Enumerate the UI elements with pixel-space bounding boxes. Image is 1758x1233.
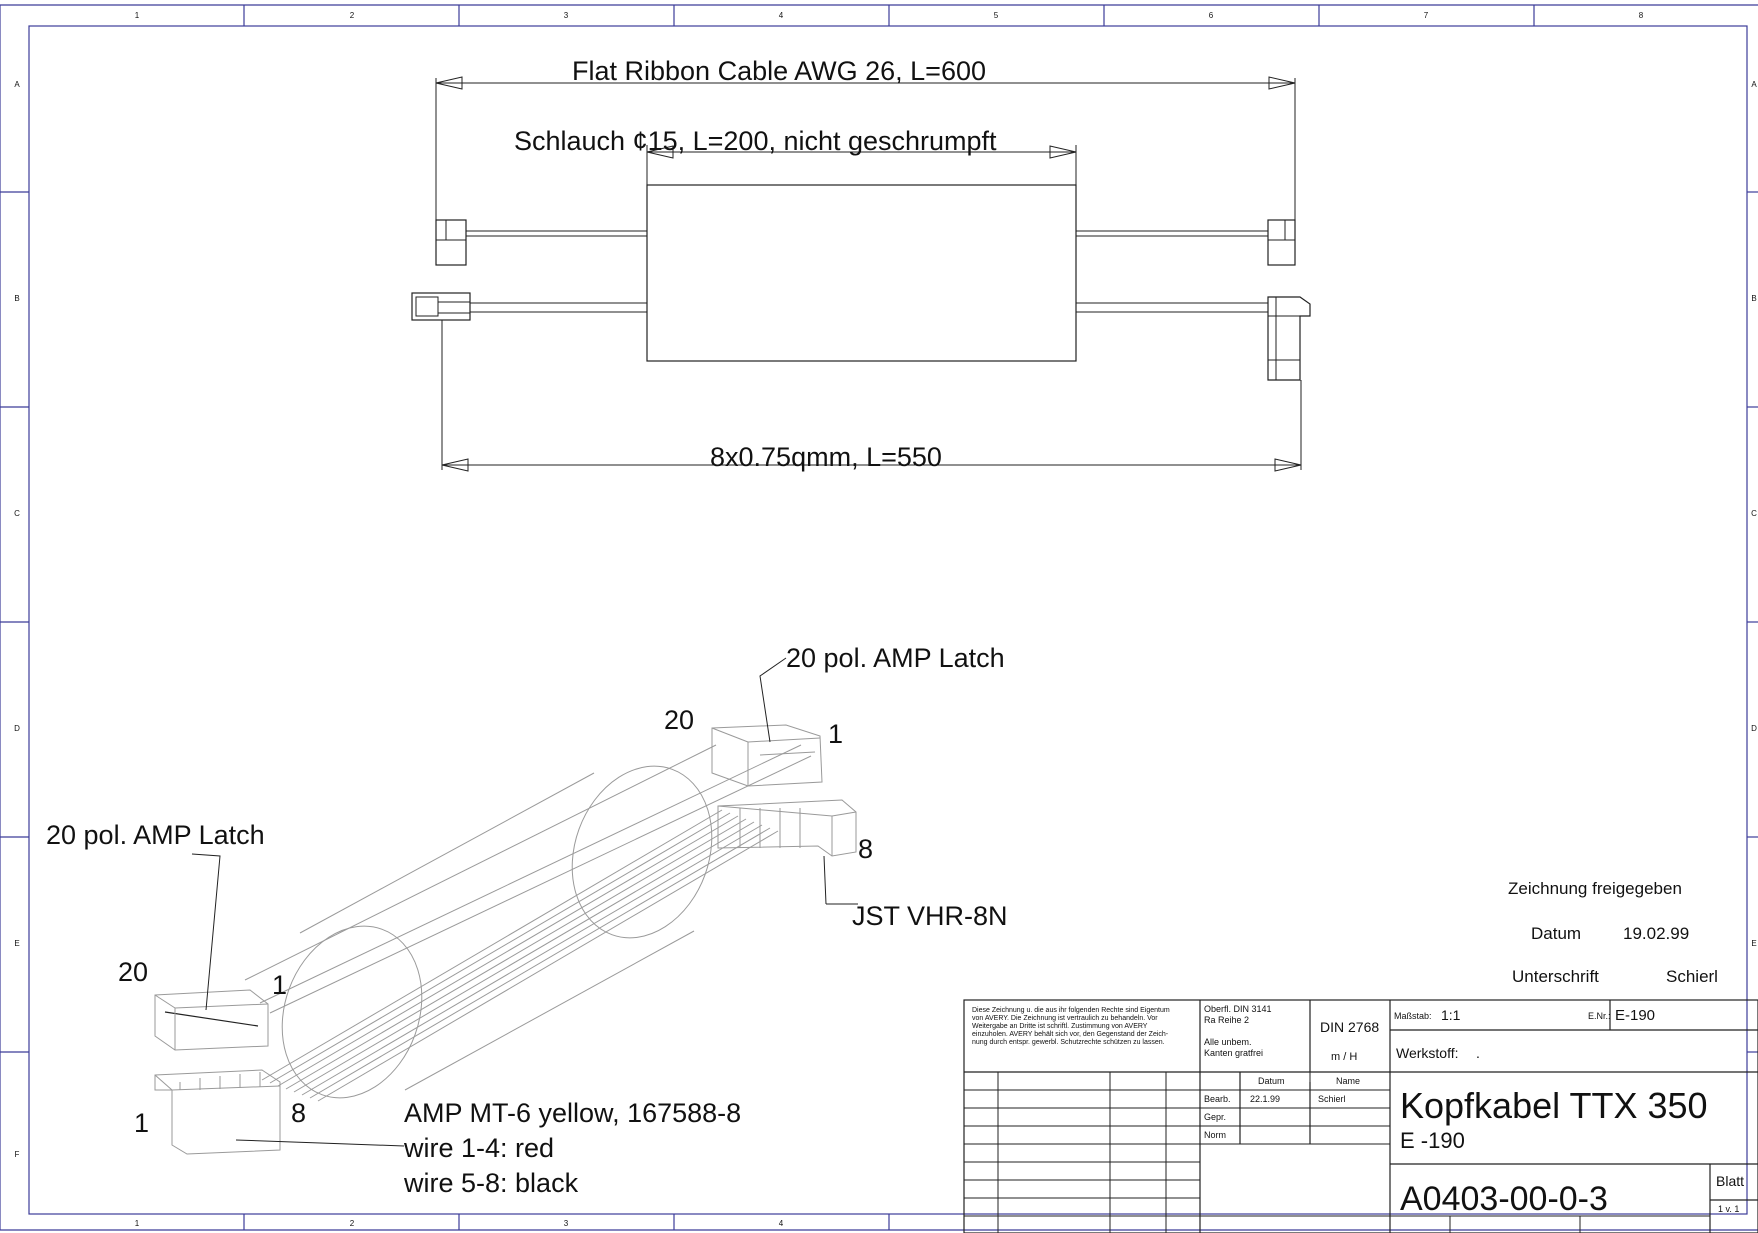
row-markers: A B C D E F A B C D E <box>0 80 1758 1159</box>
row-label: C <box>1751 509 1757 518</box>
wire-dimension-label: 8x0.75qmm, L=550 <box>710 442 942 472</box>
drawing-frame <box>0 4 1758 1231</box>
ribbon-length-dimension: Flat Ribbon Cable AWG 26, L=600 <box>435 56 1296 224</box>
legal-line-4: einzuholen. AVERY behält sich vor, den G… <box>972 1031 1169 1038</box>
approval-date-label: Datum <box>1531 924 1581 943</box>
scale-label: Maßstab: <box>1394 1011 1432 1021</box>
pin-1-left-latch-label: 1 <box>272 970 287 1000</box>
tolerance-class: m / H <box>1331 1051 1357 1063</box>
drawing-number: A0403-00-0-3 <box>1400 1180 1608 1218</box>
ribbon-cable <box>466 230 1268 237</box>
enr-value: E-190 <box>1615 1007 1655 1024</box>
latch-connector-right-top <box>1267 219 1296 266</box>
pin-20-right-label: 20 <box>664 705 694 735</box>
row-label: B <box>14 294 19 303</box>
edges-line-1: Alle unbem. <box>1204 1037 1252 1047</box>
surface-line-1: Oberfl. DIN 3141 <box>1204 1004 1272 1014</box>
approval-stamp: Zeichnung freigegeben Datum 19.02.99 Unt… <box>1508 879 1718 986</box>
title-block: Diese Zeichnung u. die aus ihr folgenden… <box>963 999 1758 1233</box>
wire-bundle-iso <box>261 809 779 1102</box>
column-name-label: Name <box>1336 1076 1360 1086</box>
material-label: Werkstoff: <box>1396 1045 1459 1061</box>
wire-bundle <box>470 302 1268 313</box>
bearb-date: 22.1.99 <box>1250 1094 1280 1104</box>
drawing-subtitle: E -190 <box>1400 1128 1465 1153</box>
surface-line-2: Ra Reihe 2 <box>1204 1015 1249 1025</box>
column-label: 4 <box>779 11 784 20</box>
legal-line-1: Diese Zeichnung u. die aus ihr folgenden… <box>972 1007 1170 1014</box>
row-label: D <box>14 724 20 733</box>
gepr-label: Gepr. <box>1204 1112 1226 1122</box>
pin-8-right-label: 8 <box>858 834 873 864</box>
column-label: 1 <box>135 1219 140 1228</box>
material-value: . <box>1476 1045 1480 1061</box>
amp-note-line-3: wire 5-8: black <box>403 1168 579 1198</box>
sleeve-tube <box>646 184 1077 362</box>
approval-signature-label: Unterschrift <box>1512 967 1599 986</box>
edges-line-2: Kanten gratfrei <box>1204 1048 1263 1058</box>
sleeve-cylinder <box>281 765 713 1099</box>
legal-line-2: von AVERY. Die Zeichnung ist vertraulich… <box>972 1015 1158 1022</box>
column-label: 2 <box>350 1219 355 1228</box>
sheet-label: Blatt <box>1716 1173 1744 1189</box>
row-label: C <box>14 509 20 518</box>
column-label: 7 <box>1424 11 1429 20</box>
column-date-label: Datum <box>1258 1076 1285 1086</box>
legal-line-5: nung durch entspr. gewerbl. Schutzrechte… <box>972 1039 1165 1046</box>
latch-connector-right-iso <box>711 724 823 787</box>
sheet-value: 1 v. 1 <box>1718 1204 1739 1214</box>
column-label: 4 <box>779 1219 784 1228</box>
top-view: Flat Ribbon Cable AWG 26, L=600 Schlauch… <box>411 56 1311 472</box>
ribbon-dimension-label: Flat Ribbon Cable AWG 26, L=600 <box>572 56 986 86</box>
column-label: 2 <box>350 11 355 20</box>
latch-connector-left-iso <box>154 989 269 1051</box>
pin-20-left-label: 20 <box>118 957 148 987</box>
column-label: 3 <box>564 11 569 20</box>
row-label: B <box>1751 294 1756 303</box>
ribbon-cable-iso <box>244 744 812 1014</box>
amp-connector-left-iso <box>154 1069 281 1155</box>
norm-label: Norm <box>1204 1130 1226 1140</box>
isometric-view: 20 pol. AMP Latch 20 pol. AMP Latch JST … <box>46 643 1008 1198</box>
jst-label: JST VHR-8N <box>852 901 1008 931</box>
jst-connector-left-top <box>411 292 471 321</box>
pin-8-left-label: 8 <box>291 1098 306 1128</box>
leader-lines <box>191 657 858 1147</box>
pin-1-left-label: 1 <box>134 1108 149 1138</box>
row-label: D <box>1751 724 1757 733</box>
row-label: E <box>14 939 19 948</box>
amp-connector-right-top <box>1267 296 1311 381</box>
enr-label: E.Nr.: <box>1588 1011 1611 1021</box>
column-label: 3 <box>564 1219 569 1228</box>
pin-1-right-label: 1 <box>828 719 843 749</box>
bearb-name: Schierl <box>1318 1094 1346 1104</box>
column-markers: 1 2 3 4 5 6 7 8 1 2 3 4 <box>135 5 1644 1230</box>
scale-value: 1:1 <box>1441 1007 1461 1023</box>
sleeve-dimension-label: Schlauch ¢15, L=200, nicht geschrumpft <box>514 126 997 156</box>
row-label: A <box>14 80 20 89</box>
latch-right-label: 20 pol. AMP Latch <box>786 643 1005 673</box>
tolerance-standard: DIN 2768 <box>1320 1019 1379 1035</box>
latch-left-label: 20 pol. AMP Latch <box>46 820 265 850</box>
legal-line-3: Weitergabe an Dritte ist schriftl. Zusti… <box>972 1023 1148 1030</box>
column-label: 6 <box>1209 11 1214 20</box>
column-label: 1 <box>135 11 140 20</box>
approval-date-value: 19.02.99 <box>1623 924 1689 943</box>
latch-connector-left-top <box>435 219 467 266</box>
amp-note-line-2: wire 1-4: red <box>403 1133 554 1163</box>
jst-connector-right-iso <box>717 799 857 857</box>
row-label: F <box>15 1150 20 1159</box>
sleeve-length-dimension: Schlauch ¢15, L=200, nicht geschrumpft <box>514 126 1077 185</box>
column-label: 8 <box>1639 11 1644 20</box>
drawing-title: Kopfkabel TTX 350 <box>1400 1085 1708 1126</box>
wire-length-dimension: 8x0.75qmm, L=550 <box>441 320 1302 472</box>
bearb-label: Bearb. <box>1204 1094 1231 1104</box>
row-label: A <box>1751 80 1757 89</box>
amp-note-line-1: AMP MT-6 yellow, 167588-8 <box>404 1098 741 1128</box>
column-label: 5 <box>994 11 999 20</box>
approval-signature-value: Schierl <box>1666 967 1718 986</box>
row-label: E <box>1751 939 1756 948</box>
approval-title: Zeichnung freigegeben <box>1508 879 1682 898</box>
